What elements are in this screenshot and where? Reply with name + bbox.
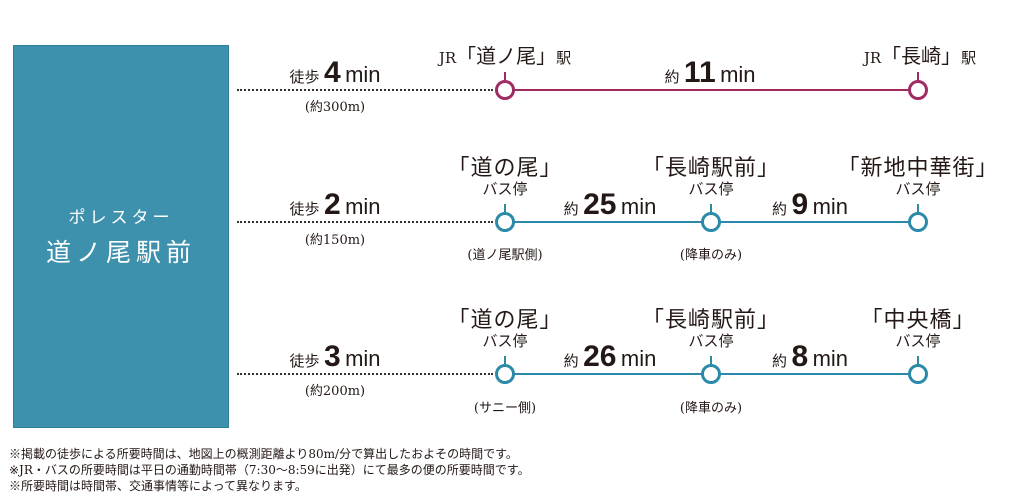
stop-tick <box>917 356 919 366</box>
stop-tick <box>710 204 712 214</box>
stop-tick <box>917 72 919 82</box>
bus-stop-name: 「長崎駅前」 <box>641 156 780 181</box>
bus-stop-note: (降車のみ) <box>679 248 743 263</box>
bus-stop-note: (道ノ尾駅側) <box>467 248 543 263</box>
stop-tick <box>504 72 506 82</box>
bus-duration: 約 25 min <box>563 188 657 221</box>
walk-time-bus2: 徒歩 3 min <box>289 340 381 373</box>
station-node-michinoo <box>495 80 515 100</box>
bus-stop-node <box>701 212 721 232</box>
walk-time-jr: 徒歩 4 min <box>289 56 381 89</box>
walk-path-bus1 <box>237 221 493 223</box>
bus-stop-node <box>908 364 928 384</box>
origin-title: 道ノ尾駅前 <box>45 238 196 267</box>
walk-path-jr <box>237 89 493 91</box>
footnote: ※JR・バスの所要時間は平日の通勤時間帯（7:30～8:59に出発）にて最多の便… <box>9 463 530 477</box>
bus-stop-name: 「道の尾」 <box>447 308 563 333</box>
stop-tick <box>710 356 712 366</box>
bus-stop-name: 「中央橋」 <box>860 308 976 333</box>
bus-stop-name: 「道の尾」 <box>447 156 563 181</box>
stop-tick <box>504 204 506 214</box>
bus-stop-node <box>495 212 515 232</box>
bus-stop-node <box>701 364 721 384</box>
station-label-jr-michinoo: JR「道ノ尾」駅 <box>438 44 572 68</box>
walk-distance-bus2: (約200m) <box>304 384 366 399</box>
footnote: ※所要時間は時間帯、交通事情等によって異なります。 <box>9 479 307 493</box>
footnote: ※掲載の徒歩による所要時間は、地図上の概測距離より80m/分で算出したおよその時… <box>9 447 518 461</box>
walk-distance-jr: (約300m) <box>304 100 366 115</box>
jr-line <box>510 89 914 91</box>
station-label-jr-nagasaki: JR「長崎」駅 <box>863 44 977 68</box>
walk-distance-bus1: (約150m) <box>304 233 366 248</box>
bus-stop-node <box>908 212 928 232</box>
bus-stop-name: 「新地中華街」 <box>837 156 999 181</box>
walk-path-bus2 <box>237 373 493 375</box>
station-node-nagasaki <box>908 80 928 100</box>
bus-stop-name: 「長崎駅前」 <box>641 308 780 333</box>
origin-subtitle: ポレスター <box>68 208 174 228</box>
bus-stop-type: バス停 <box>482 180 528 198</box>
footnotes: ※掲載の徒歩による所要時間は、地図上の概測距離より80m/分で算出したおよその時… <box>9 446 530 494</box>
bus-stop-note: (サニー側) <box>473 401 537 416</box>
bus-stop-type: バス停 <box>895 180 941 198</box>
bus-stop-type: バス停 <box>688 180 734 198</box>
bus-stop-note: (降車のみ) <box>679 401 743 416</box>
jr-duration: 約 11 min <box>664 56 756 89</box>
bus-duration: 約 9 min <box>771 188 849 221</box>
bus-stop-type: バス停 <box>688 332 734 350</box>
bus-stop-type: バス停 <box>482 332 528 350</box>
walk-time-bus1: 徒歩 2 min <box>289 188 381 221</box>
bus-duration: 約 26 min <box>563 340 657 373</box>
stop-tick <box>917 204 919 214</box>
bus-duration: 約 8 min <box>771 340 849 373</box>
stop-tick <box>504 356 506 366</box>
bus-stop-node <box>495 364 515 384</box>
origin-box: ポレスター 道ノ尾駅前 <box>13 45 229 428</box>
bus-stop-type: バス停 <box>895 332 941 350</box>
